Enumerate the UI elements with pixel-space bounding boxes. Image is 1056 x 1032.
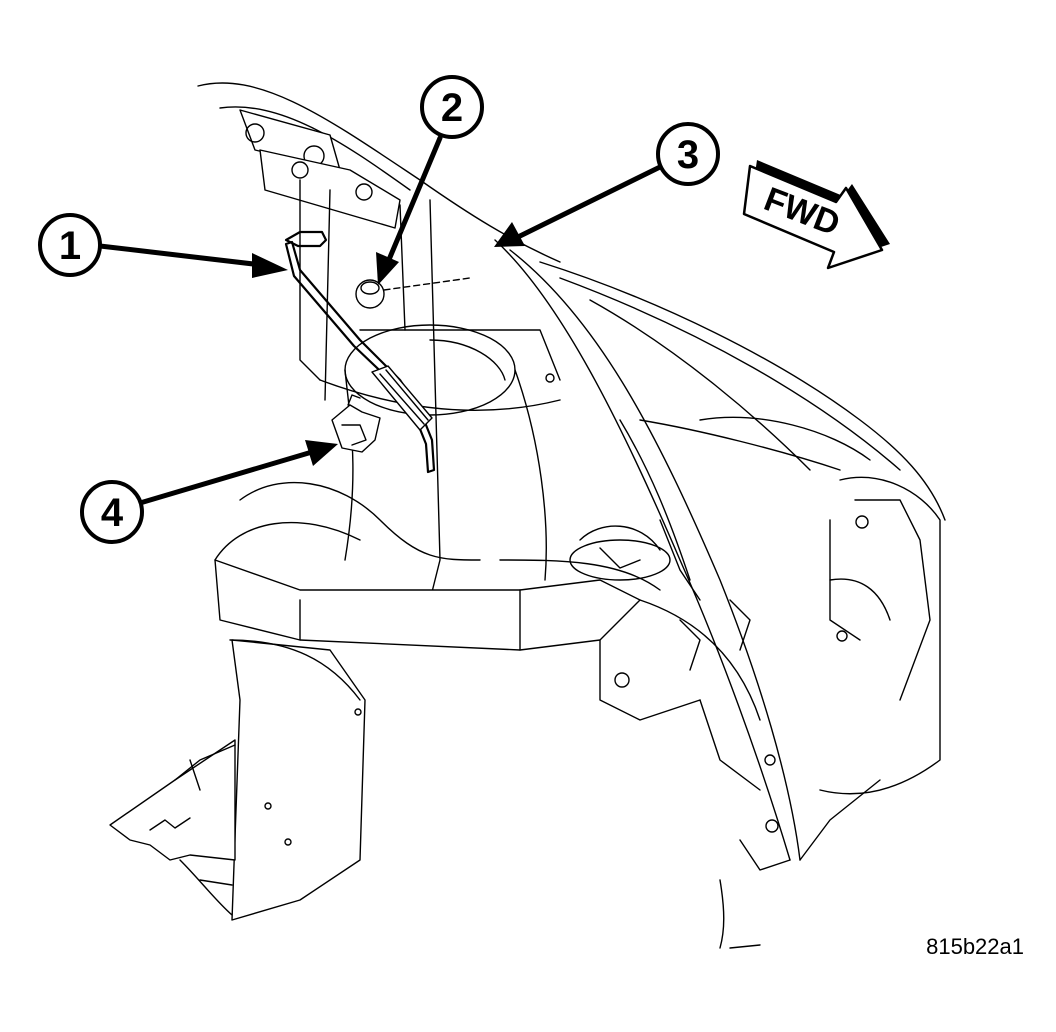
callout-4-label: 4 [101, 491, 124, 535]
callout-2-label: 2 [441, 86, 463, 130]
forward-arrow-icon: FWD [742, 160, 890, 270]
prop-rod-clip [331, 394, 381, 453]
callout-2: 2 [376, 75, 484, 285]
grommet [355, 277, 471, 309]
callout-3-label: 3 [677, 133, 699, 177]
hood-prop-rod [284, 230, 436, 474]
callout-4: 4 [80, 440, 338, 544]
callout-1-label: 1 [59, 224, 81, 268]
vehicle-body-illustration [109, 82, 946, 949]
figure-code: 815b22a1 [926, 934, 1024, 959]
callout-3: 3 [494, 122, 720, 247]
callout-1: 1 [38, 213, 288, 278]
